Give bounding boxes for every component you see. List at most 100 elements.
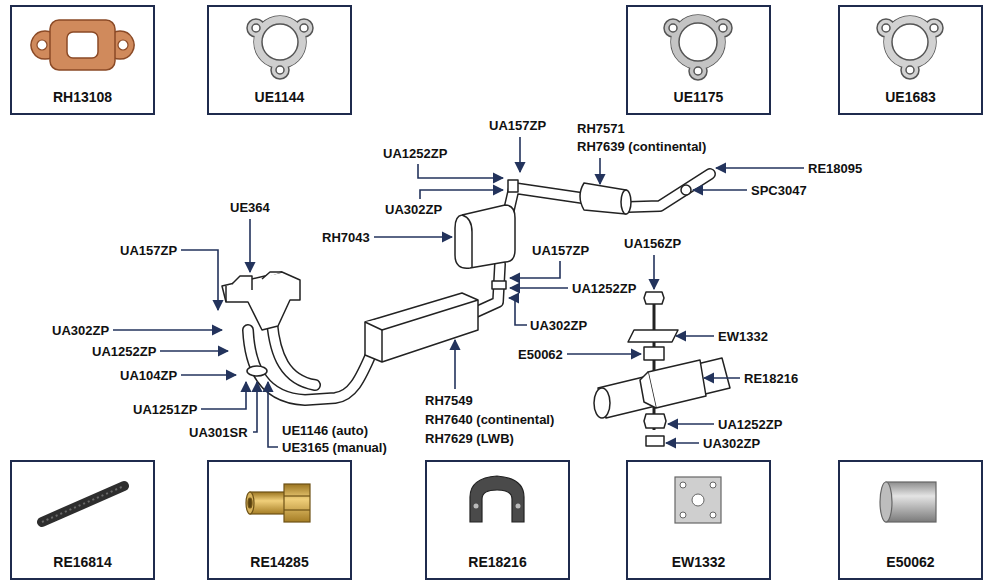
callout-label: EW1332 (718, 329, 768, 344)
drawing-line (284, 495, 310, 496)
drawing-path (253, 382, 257, 432)
drawing-path (509, 298, 527, 325)
callout-label: UA1252ZP (383, 146, 447, 161)
drawing-circle (679, 23, 717, 61)
callout-label: UA156ZP (624, 236, 681, 251)
brass-fitting (246, 484, 310, 522)
part-number: UE1175 (628, 89, 769, 106)
callout-label: UA302ZP (52, 323, 109, 338)
drawing-rect (50, 20, 115, 70)
mounting-detail (594, 292, 730, 446)
callout-label: RE18216 (744, 371, 798, 386)
part-box: E50062 (838, 460, 983, 580)
callout-label: UA1251ZP (133, 402, 197, 417)
drawing-path (222, 272, 300, 330)
part-number: RE18216 (427, 554, 568, 571)
drawing-circle (882, 24, 890, 32)
part-box: UE1144 (207, 5, 352, 115)
drawing-rect (67, 32, 98, 58)
drawing-path (668, 423, 714, 425)
sleeve (880, 482, 936, 522)
drawing-circle (681, 185, 691, 195)
callout-label: UE1146 (auto) (282, 423, 368, 438)
part-box: UE1175 (626, 5, 771, 115)
drawing-ellipse (880, 482, 892, 522)
drawing-path (704, 377, 740, 379)
drawing-rect (675, 477, 721, 523)
callout-label: RH7549 (425, 393, 473, 408)
drawing-path (640, 372, 656, 408)
callout-label: UA1252ZP (718, 417, 782, 432)
part-number: RE14285 (209, 554, 350, 571)
part-number: UE1683 (840, 89, 981, 106)
pipes (248, 174, 710, 400)
drawing-path (272, 322, 315, 385)
drawing-rect (508, 180, 518, 192)
copper-gasket (31, 20, 134, 70)
drawing-circle (254, 16, 306, 68)
drawing-path (567, 353, 641, 355)
washer-plate (675, 477, 721, 523)
drawing-path (508, 188, 582, 214)
drawing-path (374, 236, 452, 238)
callout-label: SPC3047 (751, 183, 807, 198)
drawing-path (462, 215, 472, 268)
drawing-circle (884, 16, 936, 68)
drawing-circle (474, 504, 479, 509)
callout-label: UA1252ZP (92, 344, 156, 359)
drawing-path (262, 272, 282, 279)
part-box: RE16814 (10, 460, 155, 580)
drawing-ellipse (594, 388, 610, 418)
drawing-path (716, 167, 804, 169)
drawing-path (653, 255, 655, 289)
drawing-path (510, 261, 560, 278)
callout-label: RH7640 (continental) (425, 412, 554, 427)
drawing-path (648, 360, 706, 408)
flange-gasket (247, 16, 313, 79)
drawing-path (510, 287, 568, 289)
drawing-path (248, 330, 372, 400)
part-box: RE18216 (425, 460, 570, 580)
part-number: RH13108 (12, 89, 153, 106)
callout-label: UA302ZP (530, 318, 587, 333)
callout-label: RH7043 (322, 230, 370, 245)
drawing-path (519, 137, 521, 172)
callout-label: UA157ZP (532, 243, 589, 258)
drawing-rect (886, 482, 936, 522)
drawing-circle (276, 66, 284, 74)
callout-label: UA157ZP (120, 243, 177, 258)
stud (42, 486, 124, 522)
drawing-circle (516, 504, 521, 509)
drawing-ellipse (246, 492, 254, 514)
drawing-circle (694, 67, 702, 75)
drawing-path (365, 300, 478, 330)
drawing-path (666, 442, 699, 444)
callout-label: RE18095 (808, 161, 862, 176)
drawing-circle (37, 40, 47, 50)
drawing-ellipse (248, 498, 252, 508)
callout-label: UE3165 (manual) (282, 440, 387, 455)
drawing-path (113, 329, 222, 331)
part-box: RE14285 (207, 460, 352, 580)
drawing-path (646, 436, 664, 446)
part-box: RH13108 (10, 5, 155, 115)
leader-lines (113, 137, 804, 447)
callout-label: UA1252ZP (572, 281, 636, 296)
callout-label: UA302ZP (385, 202, 442, 217)
drawing-circle (892, 24, 928, 60)
flange-gasket (877, 16, 943, 79)
drawing-path (455, 205, 515, 268)
drawing-circle (710, 512, 716, 518)
drawing-line (42, 486, 124, 522)
drawing-circle (118, 40, 128, 50)
drawing-path (365, 293, 478, 362)
drawing-path (272, 322, 315, 385)
clamp-half (470, 476, 524, 522)
drawing-circle (710, 482, 716, 488)
callout-label: RH7639 (continental) (577, 139, 706, 154)
drawing-circle (669, 24, 677, 32)
drawing-circle (884, 16, 936, 68)
callout-label: UA301SR (189, 425, 248, 440)
drawing-path (418, 164, 503, 178)
